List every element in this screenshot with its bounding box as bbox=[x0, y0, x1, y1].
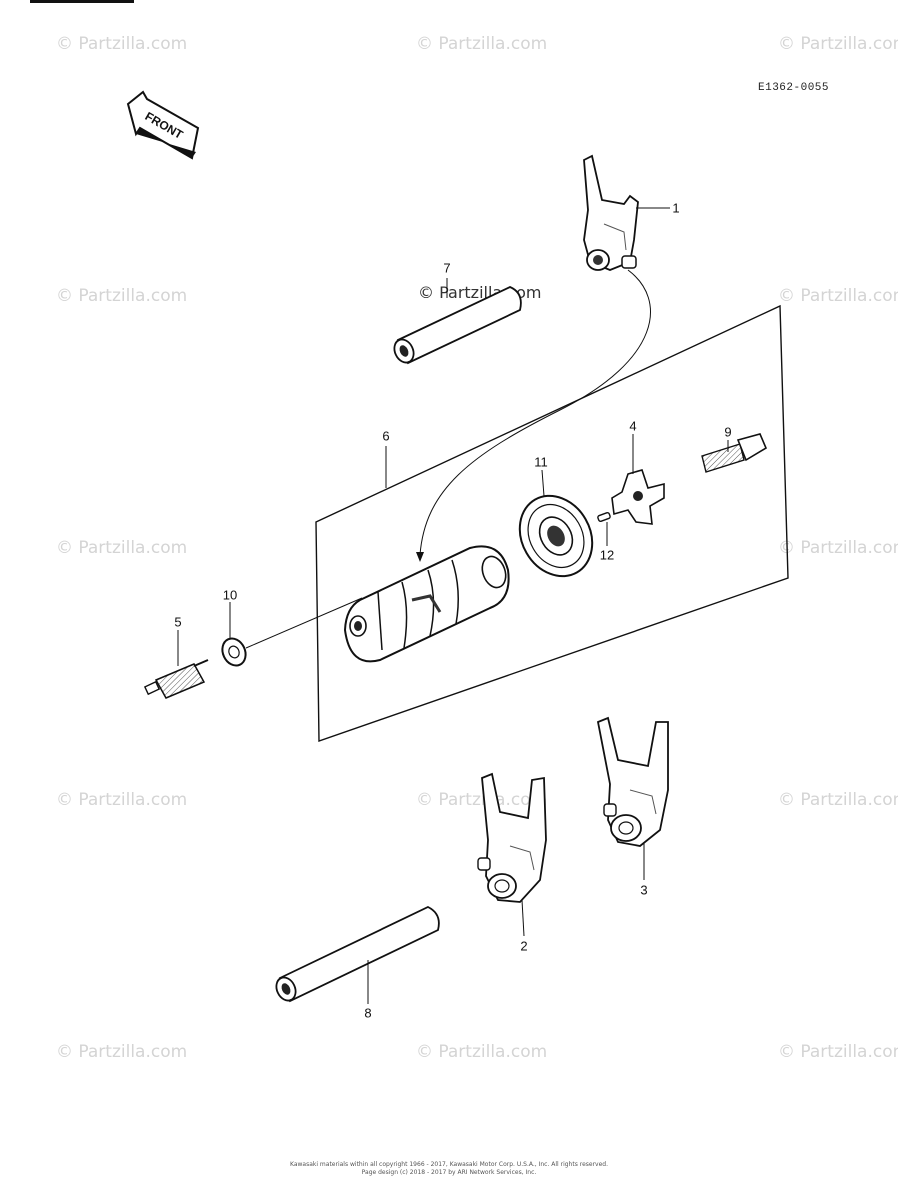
top-rule bbox=[30, 0, 134, 3]
callout-11[interactable]: 11 bbox=[534, 454, 548, 470]
shift-fork-3 bbox=[596, 716, 669, 847]
watermark: © Partzilla.com bbox=[416, 1042, 548, 1062]
watermark: © Partzilla.com bbox=[778, 790, 898, 810]
shift-rod-8 bbox=[275, 905, 440, 1003]
washer-10 bbox=[221, 637, 247, 667]
shift-fork-1 bbox=[583, 154, 639, 271]
callout-8[interactable]: 8 bbox=[364, 1005, 372, 1021]
callout-1[interactable]: 1 bbox=[672, 200, 680, 216]
callout-12[interactable]: 12 bbox=[599, 547, 615, 563]
neutral-switch-5 bbox=[143, 659, 209, 699]
callout-6[interactable]: 6 bbox=[382, 428, 390, 444]
shift-fork-2 bbox=[477, 772, 547, 903]
leader-line bbox=[245, 597, 363, 649]
callout-3[interactable]: 3 bbox=[640, 882, 648, 898]
callout-9[interactable]: 9 bbox=[724, 424, 732, 440]
bearing-11 bbox=[518, 494, 594, 578]
watermark: © Partzilla.com bbox=[778, 286, 898, 306]
front-arrow-icon: FRONT bbox=[126, 90, 200, 160]
callout-2[interactable]: 2 bbox=[520, 938, 528, 954]
watermark: © Partzilla.com bbox=[56, 286, 188, 306]
bolt-9 bbox=[701, 433, 768, 473]
watermark: © Partzilla.com bbox=[778, 538, 898, 558]
pin-12 bbox=[597, 511, 611, 523]
watermark: © Partzilla.com bbox=[778, 34, 898, 54]
assembly-box bbox=[315, 304, 789, 742]
watermark: © Partzilla.com bbox=[56, 34, 188, 54]
watermark: © Partzilla.com bbox=[778, 1042, 898, 1062]
watermark: © Partzilla.com bbox=[56, 538, 188, 558]
watermark: © Partzilla.com bbox=[416, 790, 548, 810]
diagram-code: E1362-0055 bbox=[758, 82, 830, 94]
watermark: © Partzilla.com bbox=[56, 1042, 188, 1062]
callout-7[interactable]: 7 bbox=[443, 260, 451, 276]
callout-5[interactable]: 5 bbox=[174, 614, 182, 630]
shift-drum-cam-4 bbox=[611, 469, 665, 525]
callout-4[interactable]: 4 bbox=[629, 418, 637, 434]
footer-copyright: Kawasaki materials within all copyright … bbox=[289, 1161, 608, 1168]
footer-design: Page design (c) 2018 - 2017 by ARI Netwo… bbox=[361, 1169, 537, 1176]
shift-rod-7 bbox=[393, 286, 522, 365]
callout-10[interactable]: 10 bbox=[222, 587, 238, 603]
leader-lines bbox=[177, 207, 729, 1004]
shift-drum-6 bbox=[343, 545, 510, 663]
watermark: © Partzilla.com bbox=[56, 790, 188, 810]
watermark: © Partzilla.com bbox=[416, 34, 548, 54]
guide-curve bbox=[419, 269, 651, 556]
